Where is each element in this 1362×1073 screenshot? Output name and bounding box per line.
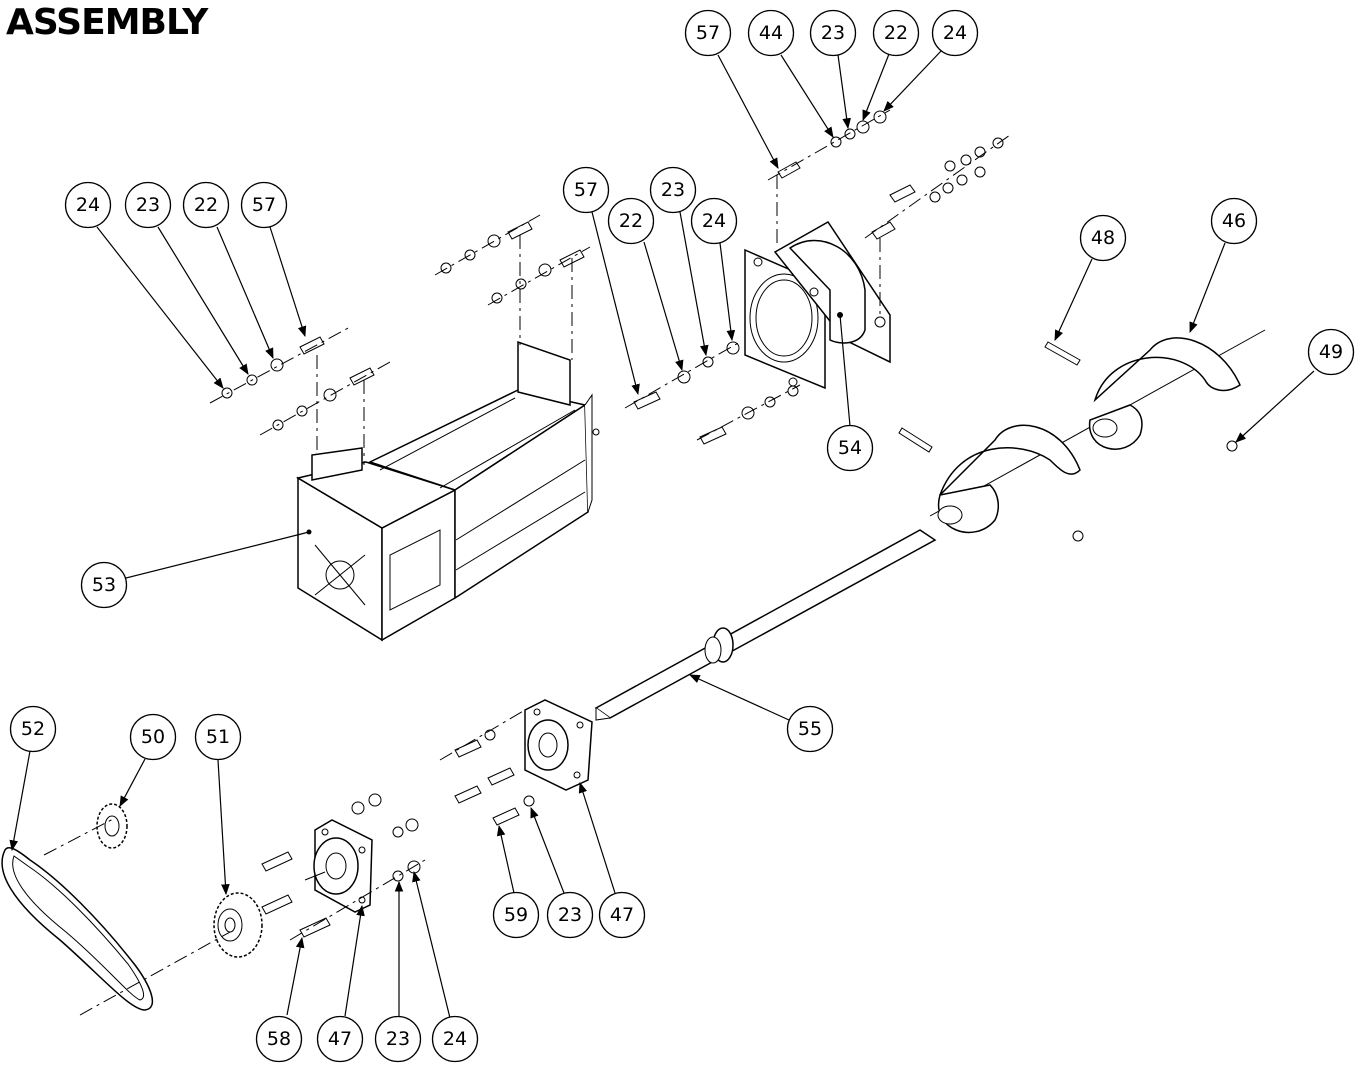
callout-57-left: 57 bbox=[240, 181, 288, 229]
svg-text:46: 46 bbox=[1222, 210, 1246, 232]
page-title: ASSEMBLY bbox=[6, 2, 208, 43]
flange-bearing-upper-part-47 bbox=[524, 699, 593, 791]
svg-text:24: 24 bbox=[443, 1028, 467, 1050]
callout-50: 50 bbox=[129, 713, 177, 761]
callout-47-right: 47 bbox=[598, 891, 646, 939]
svg-text:23: 23 bbox=[386, 1028, 410, 1050]
svg-text:23: 23 bbox=[136, 194, 160, 216]
callout-24-bottom: 24 bbox=[431, 1015, 479, 1063]
callout-22-left: 22 bbox=[182, 181, 230, 229]
svg-text:57: 57 bbox=[574, 179, 598, 201]
callout-23-left: 23 bbox=[124, 181, 172, 229]
large-sprocket-part-51 bbox=[213, 892, 263, 958]
callout-24-left: 24 bbox=[64, 181, 112, 229]
svg-text:57: 57 bbox=[252, 194, 276, 216]
callout-53: 53 bbox=[80, 561, 128, 609]
svg-text:55: 55 bbox=[798, 718, 822, 740]
callout-44-top: 44 bbox=[747, 9, 795, 57]
svg-text:47: 47 bbox=[328, 1028, 352, 1050]
auger-nut-part-49 bbox=[1072, 440, 1238, 542]
callout-48: 48 bbox=[1079, 214, 1127, 262]
svg-text:22: 22 bbox=[619, 210, 643, 232]
svg-text:23: 23 bbox=[661, 179, 685, 201]
svg-text:58: 58 bbox=[267, 1028, 291, 1050]
callout-leader-lines bbox=[9, 49, 1315, 1019]
callout-57-top: 57 bbox=[684, 9, 732, 57]
motor-plate-part-54 bbox=[744, 221, 891, 390]
svg-text:24: 24 bbox=[702, 210, 726, 232]
svg-text:23: 23 bbox=[821, 22, 845, 44]
svg-text:54: 54 bbox=[838, 437, 862, 459]
assembly-center-lines bbox=[43, 109, 1011, 1016]
callout-24-mid: 24 bbox=[690, 197, 738, 245]
small-sprocket-part-50 bbox=[96, 803, 128, 849]
callout-55: 55 bbox=[786, 705, 834, 753]
roller-chain-part-52 bbox=[1, 847, 154, 1011]
flange-bearing-lower-part-47 bbox=[304, 819, 373, 913]
auger-flighting-part-46 bbox=[929, 329, 1266, 534]
svg-text:48: 48 bbox=[1091, 227, 1115, 249]
callout-51: 51 bbox=[194, 713, 242, 761]
callout-23-mid: 23 bbox=[649, 166, 697, 214]
callout-46: 46 bbox=[1210, 197, 1258, 245]
callout-24-top: 24 bbox=[931, 9, 979, 57]
svg-text:23: 23 bbox=[558, 904, 582, 926]
callout-23-top: 23 bbox=[809, 9, 857, 57]
callout-49: 49 bbox=[1307, 328, 1355, 376]
svg-text:22: 22 bbox=[884, 22, 908, 44]
svg-text:49: 49 bbox=[1319, 341, 1343, 363]
auger-bolt-part-48 bbox=[898, 341, 1081, 453]
callout-23-low: 23 bbox=[546, 891, 594, 939]
svg-text:52: 52 bbox=[21, 718, 45, 740]
svg-text:51: 51 bbox=[206, 726, 230, 748]
callout-22-top: 22 bbox=[872, 9, 920, 57]
frame-housing-part-53 bbox=[296, 340, 600, 642]
callout-59: 59 bbox=[492, 891, 540, 939]
callout-47-left: 47 bbox=[316, 1015, 364, 1063]
svg-text:24: 24 bbox=[943, 22, 967, 44]
callout-58: 58 bbox=[255, 1015, 303, 1063]
callout-23-bottom: 23 bbox=[374, 1015, 422, 1063]
callout-52: 52 bbox=[9, 705, 57, 753]
svg-text:47: 47 bbox=[610, 904, 634, 926]
svg-text:59: 59 bbox=[504, 904, 528, 926]
svg-text:57: 57 bbox=[696, 22, 720, 44]
callout-54: 54 bbox=[826, 424, 874, 472]
svg-text:50: 50 bbox=[141, 726, 165, 748]
svg-text:24: 24 bbox=[76, 194, 100, 216]
svg-text:44: 44 bbox=[759, 22, 783, 44]
svg-text:53: 53 bbox=[92, 574, 116, 596]
callout-22-mid: 22 bbox=[607, 197, 655, 245]
drive-shaft-part-55 bbox=[594, 529, 937, 721]
callout-57-mid: 57 bbox=[562, 166, 610, 214]
svg-text:22: 22 bbox=[194, 194, 218, 216]
